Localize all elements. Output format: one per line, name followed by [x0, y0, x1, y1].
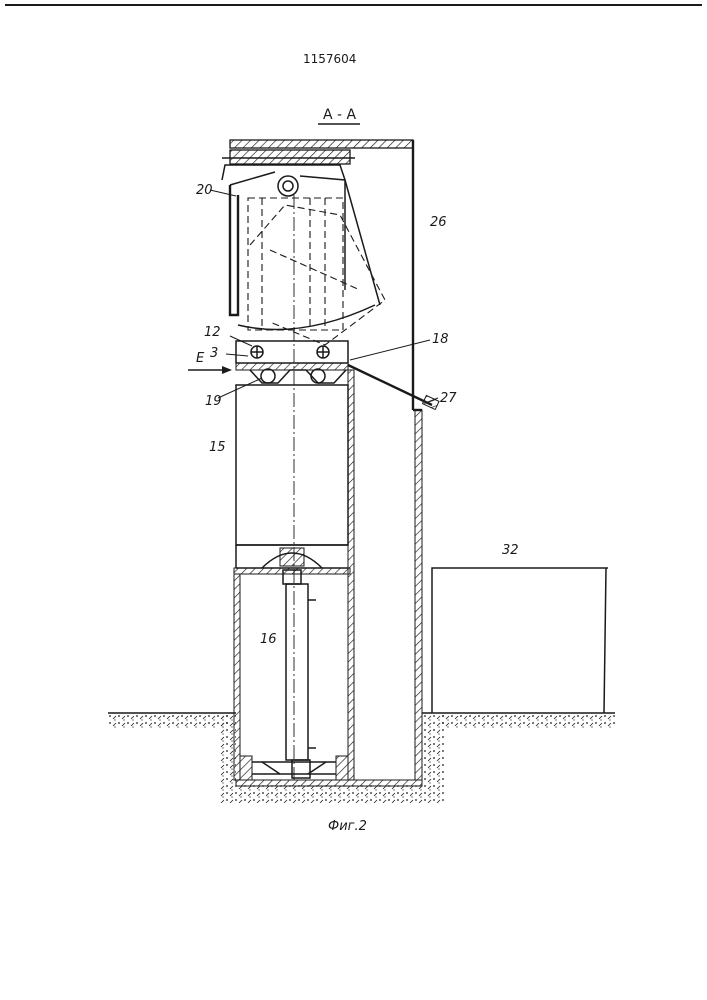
guide-plate — [348, 365, 432, 405]
callout-e: Е — [196, 351, 205, 366]
callout-20: 20 — [196, 183, 213, 198]
callout-19: 19 — [205, 394, 222, 409]
callout-26: 26 — [430, 215, 447, 230]
callout-18: 18 — [432, 332, 449, 347]
view-arrow-head — [222, 366, 232, 374]
carriage — [236, 341, 348, 383]
guide-plate-tip — [423, 395, 439, 409]
callout-12: 12 — [204, 325, 221, 340]
callout-27: 27 — [440, 391, 457, 406]
top-assembly — [222, 150, 355, 196]
callout-16: 16 — [260, 632, 277, 647]
bucket-tilted-dashed — [248, 198, 385, 345]
outer-housing — [230, 140, 422, 786]
callout-3: 3 — [210, 346, 218, 361]
ground — [108, 713, 615, 803]
section-label: A - A — [323, 107, 357, 123]
adjacent-block — [432, 568, 608, 713]
document-number: 1157604 — [303, 52, 356, 66]
callout-15: 15 — [209, 440, 226, 455]
hopper — [230, 172, 380, 330]
callout-32: 32 — [502, 543, 519, 558]
figure-caption: Фиг.2 — [328, 819, 367, 834]
